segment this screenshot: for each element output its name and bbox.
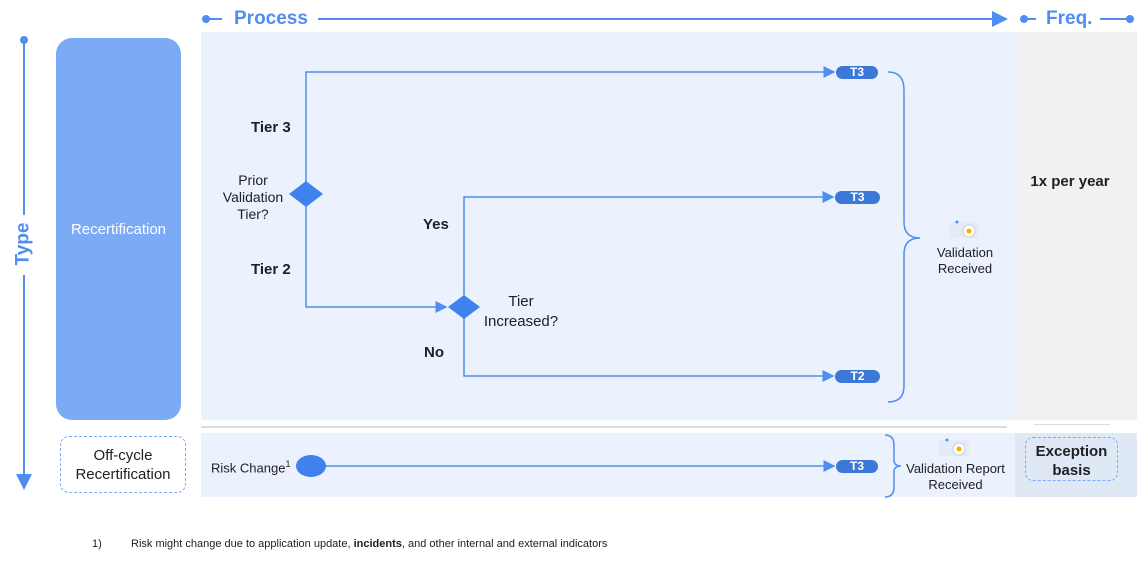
- pill-t3-top: T3: [836, 66, 878, 79]
- tier2-label: Tier 2: [251, 261, 291, 278]
- risk-change-text: Risk Change: [211, 460, 286, 476]
- pill-t2-no: T2: [835, 370, 880, 383]
- freq-panel: [1015, 32, 1137, 420]
- freq-header: Freq.: [1046, 8, 1093, 29]
- freq-offcycle: Exception basis: [1025, 437, 1118, 481]
- footnote-text: Risk might change due to application upd…: [131, 538, 607, 550]
- offcycle-label: Off-cycle Recertification: [75, 446, 171, 483]
- risk-change-label: Risk Change1: [211, 459, 290, 475]
- decision1-line: Prior: [238, 172, 268, 188]
- footnote-pre: Risk might change due to application upd…: [131, 538, 354, 550]
- decision2-line: Tier: [508, 293, 534, 310]
- tier3-label: Tier 3: [251, 119, 291, 136]
- process-header: Process: [234, 8, 308, 29]
- separator: [201, 426, 1007, 428]
- decision1-line: Tier?: [237, 206, 269, 222]
- pill-t3-offcycle: T3: [836, 460, 878, 473]
- certificate-icon: [939, 220, 979, 456]
- decision1-line: Validation: [222, 189, 284, 205]
- outcome-line: Validation: [936, 245, 994, 260]
- footnote-ref: 1: [285, 459, 291, 469]
- no-label: No: [424, 344, 444, 361]
- freq-recert: 1x per year: [1030, 173, 1110, 190]
- pill-t3-yes: T3: [835, 191, 880, 204]
- outcome-line: Validation Report: [906, 461, 1005, 476]
- decision2-line: Increased?: [483, 313, 559, 330]
- outcome-validation-received: Validation Received: [920, 245, 1010, 277]
- recertification-label: Recertification: [70, 220, 167, 238]
- type-header: Type: [12, 222, 34, 266]
- outcome-line: Received: [928, 477, 983, 492]
- footnote-bold: incidents: [353, 538, 402, 550]
- footnote-post: , and other internal and external indica…: [401, 538, 608, 550]
- diamond-shapes: [289, 181, 480, 477]
- recertification-box: Recertification: [56, 38, 181, 420]
- outcome-line: Received: [937, 261, 993, 276]
- freq-separator: [1034, 424, 1110, 425]
- offcycle-box: Off-cycle Recertification: [60, 436, 186, 493]
- offcycle-panel: [201, 433, 1015, 497]
- decision2-label: Tier Increased?: [470, 292, 572, 332]
- outcome-validation-report-received: Validation Report Received: [898, 461, 1013, 493]
- process-panel: [201, 32, 1015, 420]
- footnote-number: 1): [92, 538, 102, 550]
- decision1-label: Prior Validation Tier?: [213, 172, 293, 223]
- yes-label: Yes: [423, 216, 449, 233]
